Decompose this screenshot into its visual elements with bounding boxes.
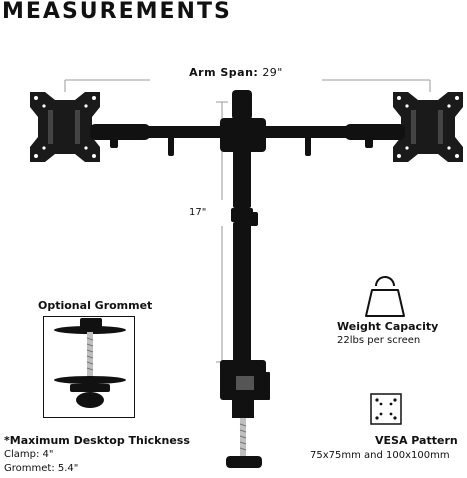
page-title: MEASUREMENTS	[2, 0, 232, 24]
arm-span-caption: Arm Span:	[189, 66, 259, 79]
desktop-thickness-title: *Maximum Desktop Thickness	[4, 434, 190, 447]
arms	[90, 118, 405, 156]
grommet-title: Optional Grommet	[38, 299, 153, 312]
arm-span-dimension-line	[64, 79, 431, 92]
vesa-pattern-title: VESA Pattern	[375, 434, 458, 447]
desk-clamp	[220, 360, 270, 468]
grommet-thickness: Grommet: 5.4"	[4, 463, 79, 474]
vesa-plate-icon	[370, 393, 402, 425]
vesa-pattern-value: 75x75mm and 100x100mm	[310, 450, 450, 461]
grommet-illustration	[54, 318, 126, 408]
height-value: 17"	[189, 207, 207, 218]
arm-span-value: 29"	[262, 66, 283, 79]
weight-capacity-value: 22lbs per screen	[337, 335, 421, 346]
weight-icon	[365, 276, 405, 317]
weight-capacity-title: Weight Capacity	[337, 320, 439, 333]
arm-span-label: Arm Span: 29"	[150, 66, 322, 79]
clamp-thickness: Clamp: 4"	[4, 449, 54, 460]
grommet-frame	[43, 316, 135, 418]
right-vesa-plate	[393, 92, 463, 162]
pole	[231, 90, 258, 362]
left-vesa-plate	[30, 92, 100, 162]
